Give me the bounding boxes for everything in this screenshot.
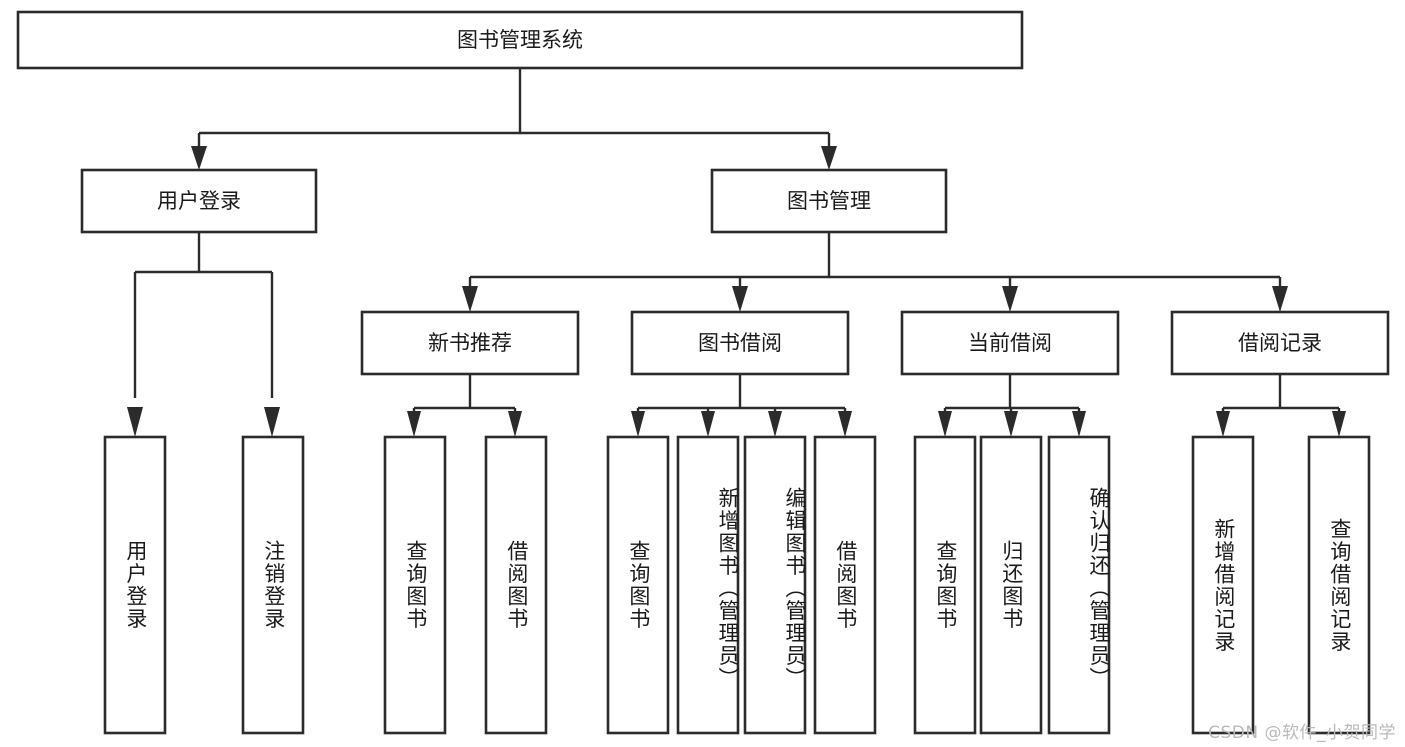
node-leaf-confirm-return-box[interactable] [1047,435,1111,735]
node-root-box[interactable] [16,10,1024,70]
node-leaf-add-book-box[interactable] [676,435,740,735]
arrow-head-borrow-record [1272,286,1288,312]
node-leaf-query-book-1-box[interactable] [383,435,447,735]
node-borrow-record-box[interactable] [1170,310,1390,376]
arrow-head-user-login [191,146,207,170]
node-user-login-box[interactable] [80,168,318,234]
node-leaf-borrow-book-2-box[interactable] [813,435,877,735]
arrow-head-leaf-query-book-2 [631,411,645,437]
node-new-book-recommend-box[interactable] [360,310,580,376]
node-borrow-record[interactable]: 借阅记录 [1170,310,1390,376]
node-leaf-add-record-box[interactable] [1191,435,1255,735]
node-book-borrow-box[interactable] [630,310,850,376]
csdn-watermark: CSDN @软件_小贺同学 [1208,723,1396,743]
node-new-book-recommend-label: 新书推荐 [428,331,512,355]
node-leaf-return-book-box[interactable] [979,435,1043,735]
arrow-head-leaf-add-record [1216,411,1230,437]
arrow-head-book-borrow [732,286,748,312]
node-current-borrow-label: 当前借阅 [968,331,1052,355]
node-leaf-query-record-box[interactable] [1307,435,1371,735]
arrow-head-leaf-borrow-book-2 [838,411,852,437]
arrow-head-leaf-query-book-3 [938,411,952,437]
node-book-manage-label: 图书管理 [787,189,871,213]
arrow-head-leaf-borrow-book-1 [508,411,522,437]
node-root[interactable]: 图书管理系统 [16,10,1024,70]
node-user-login-label: 用户登录 [157,189,241,213]
node-current-borrow[interactable]: 当前借阅 [900,310,1120,376]
arrow-head-leaf-add-book [701,411,715,437]
arrow-head-book-manage [821,146,837,170]
node-current-borrow-box[interactable] [900,310,1120,376]
node-book-borrow-label: 图书借阅 [698,331,782,355]
arrow-head-leaf-query-record [1332,411,1346,437]
node-leaf-user-login-box[interactable] [103,435,167,735]
arrow-head-leaf-return-book [1004,411,1018,437]
node-root-label: 图书管理系统 [457,28,583,52]
arrow-head-leaf-query-book-1 [407,411,421,437]
arrow-head-leaf-edit-book [768,411,782,437]
connector-group [127,68,1346,437]
node-book-borrow[interactable]: 图书借阅 [630,310,850,376]
node-leaf-query-book-2-box[interactable] [606,435,670,735]
node-book-manage[interactable]: 图书管理 [710,168,948,234]
leaf-box-group [103,435,1371,735]
arrow-head-leaf-confirm-return [1072,411,1086,437]
node-new-book-recommend[interactable]: 新书推荐 [360,310,580,376]
node-leaf-edit-book-box[interactable] [743,435,807,735]
arrow-head-leaf-logout-login [264,407,280,437]
arrow-head-leaf-user-login [127,407,143,437]
node-leaf-logout-login-box[interactable] [241,435,305,735]
arrow-head-current-borrow [1002,286,1018,312]
node-borrow-record-label: 借阅记录 [1238,331,1322,355]
node-user-login[interactable]: 用户登录 [80,168,318,234]
arrow-head-new-book-recommend [462,286,478,312]
node-book-manage-box[interactable] [710,168,948,234]
node-leaf-query-book-3-box[interactable] [913,435,977,735]
node-leaf-borrow-book-1-box[interactable] [484,435,548,735]
